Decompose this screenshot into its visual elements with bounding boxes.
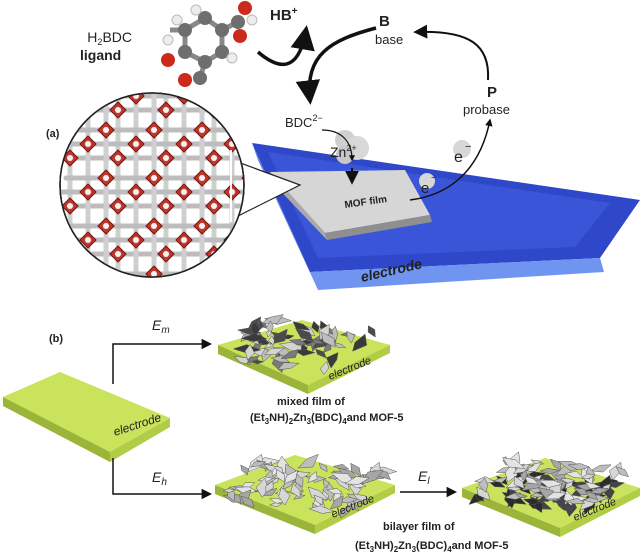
- svg-text:e: e: [454, 149, 463, 166]
- start-electrode: [3, 372, 170, 462]
- ligand-word: ligand: [80, 47, 121, 63]
- bdc-ion-label: BDC2−: [285, 113, 323, 130]
- branch-arrows: [112, 338, 458, 500]
- ligand-molecule-icon: [161, 1, 258, 87]
- grey-film-flakes: [222, 453, 398, 519]
- base-symbol: B: [379, 13, 390, 30]
- bilayer-film-caption-line1: bilayer film of: [383, 521, 455, 533]
- panel-b: (b) electrode Em Eh El ele: [3, 314, 640, 554]
- grey-film-electrode: [215, 453, 398, 534]
- potential-l-label: El: [418, 468, 430, 487]
- svg-text:−: −: [431, 173, 437, 184]
- svg-text:H2BDC: H2BDC: [87, 29, 132, 47]
- bilayer-film-electrode: [462, 451, 640, 537]
- panel-a: MOF film electrode (a) H2BDC ligand: [46, 1, 640, 290]
- h2bdc-ligand-text: H2BDC ligand: [80, 29, 132, 63]
- mixed-film-electrode: [218, 314, 390, 394]
- svg-text:e: e: [421, 180, 429, 197]
- electron-icon: e −: [453, 140, 471, 166]
- mixed-film-caption-line1: mixed film of: [277, 396, 345, 408]
- panel-b-label: (b): [49, 333, 63, 345]
- mixed-film-flakes: [232, 314, 376, 376]
- panel-a-label: (a): [46, 128, 60, 140]
- probase-symbol: P: [487, 84, 497, 101]
- potential-m-label: Em: [152, 317, 170, 336]
- bilayer-film-flakes: [468, 451, 630, 518]
- zinc-ion-label: Zn2+: [330, 143, 357, 160]
- reaction-arrows: [256, 24, 493, 201]
- bilayer-film-caption-line2: (Et3NH)2Zn3(BDC)4and MOF-5: [355, 540, 509, 554]
- base-word: base: [375, 32, 403, 47]
- electron-icon: e −: [419, 173, 437, 197]
- svg-text:−: −: [465, 141, 471, 153]
- protonated-base-label: HB+: [270, 6, 298, 24]
- potential-h-label: Eh: [152, 469, 167, 488]
- mof-film: [270, 170, 432, 240]
- mixed-film-caption-line2: (Et3NH)2Zn3(BDC)4and MOF-5: [250, 412, 404, 426]
- probase-word: probase: [463, 102, 510, 117]
